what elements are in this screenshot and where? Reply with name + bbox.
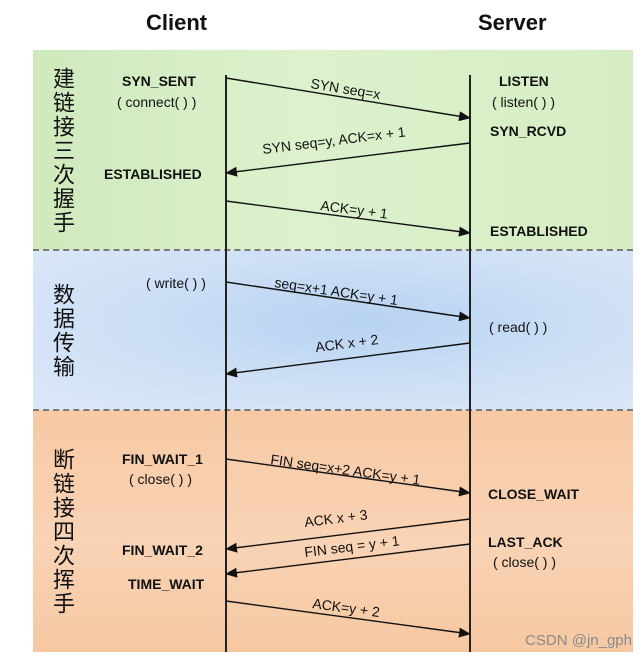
client-state-syn-sent: SYN_SENT: [122, 73, 196, 89]
client-call-connect: ( connect( ) ): [117, 94, 197, 110]
client-state-fin-wait-1: FIN_WAIT_1: [122, 451, 203, 467]
phase-divider: [33, 409, 633, 411]
message-label-6: FIN seq=x+2 ACK=y + 1: [270, 451, 422, 488]
server-state-established: ESTABLISHED: [490, 223, 588, 239]
data-transfer-band: [33, 250, 633, 410]
client-lifeline: [225, 75, 227, 652]
phase-divider: [33, 249, 633, 251]
message-label-8: FIN seq = y + 1: [303, 532, 400, 560]
server-header: Server: [478, 10, 547, 35]
server-lifeline: [469, 75, 471, 652]
server-call-listen: ( listen( ) ): [492, 94, 555, 110]
server-call-close: ( close( ) ): [493, 554, 556, 570]
message-arrow-7: [225, 518, 471, 553]
server-state-last-ack: LAST_ACK: [488, 534, 563, 550]
client-call-write: ( write( ) ): [146, 275, 206, 291]
message-arrow-3: [225, 200, 471, 237]
message-label-4: seq=x+1 ACK=y + 1: [274, 274, 400, 308]
message-arrow-9: [225, 600, 471, 638]
server-state-close-wait: CLOSE_WAIT: [488, 486, 580, 502]
message-arrow-6: [225, 458, 471, 497]
phase-label-data-transfer: 数据传输: [49, 283, 74, 379]
message-arrow-5: [225, 342, 471, 378]
server-state-syn-rcvd: SYN_RCVD: [490, 123, 567, 139]
message-arrow-1: [225, 77, 471, 122]
message-label-9: ACK=y + 2: [312, 595, 381, 620]
server-state-listen: LISTEN: [499, 73, 549, 89]
phase-label-handshake: 建链接三次握手: [49, 67, 74, 235]
client-state-time-wait: TIME_WAIT: [128, 576, 205, 592]
message-label-7: ACK x + 3: [303, 506, 368, 530]
client-header: Client: [146, 10, 208, 35]
teardown-band: [33, 410, 633, 652]
watermark: CSDN @jn_gph: [525, 632, 632, 649]
handshake-band: [33, 50, 633, 250]
phase-label-teardown: 断链接四次挥手: [49, 448, 74, 616]
message-label-5: ACK x + 2: [314, 331, 379, 355]
message-arrow-4: [225, 281, 471, 322]
server-call-read: ( read( ) ): [489, 319, 548, 335]
client-state-established: ESTABLISHED: [104, 166, 202, 182]
client-state-fin-wait-2: FIN_WAIT_2: [122, 542, 203, 558]
client-call-close: ( close( ) ): [129, 471, 192, 487]
message-arrow-8: [225, 543, 471, 578]
message-arrow-2: [225, 142, 471, 177]
message-label-2: SYN seq=y, ACK=x + 1: [261, 123, 406, 156]
